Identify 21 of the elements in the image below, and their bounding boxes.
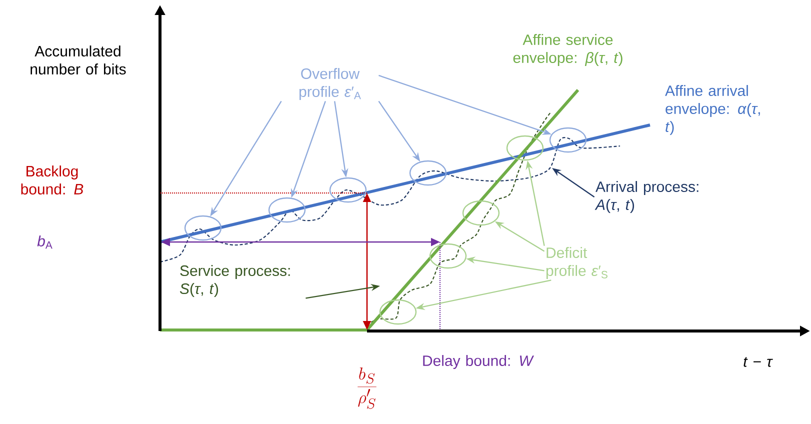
axis-title: t − τ <box>744 357 773 367</box>
highlight-ellipse <box>268 197 306 223</box>
highlight-ellipse <box>429 243 467 269</box>
highlight-ellipse <box>184 215 222 241</box>
annotation-text: Service process: S(τ, t) <box>180 265 290 297</box>
envelope-label: Affine service envelope: β(τ, t) <box>513 34 622 66</box>
envelope-label: Affine arrival envelope: α(τ, t) <box>665 85 760 135</box>
highlight-ellipse <box>409 160 447 186</box>
highlight-ellipse <box>549 127 587 153</box>
highlight-ellipse <box>329 177 367 203</box>
bound-label: Delay bound: W <box>423 355 534 369</box>
annotation-text: Arrival process: A(τ, t) <box>594 181 698 213</box>
annotation-text: Overflow profile ε′$_{A}$ <box>300 68 361 100</box>
highlight-ellipse <box>379 299 417 325</box>
annotation-text: Deficit profile ε′$_{S}$ <box>546 247 608 279</box>
intercept-label: b$_{A}$ <box>37 235 52 249</box>
highlight-ellipse <box>462 200 500 226</box>
highlight-ellipse <box>506 135 544 161</box>
bound-label: Backlog bound: B <box>21 166 84 194</box>
axis-title: Accumulated number of bits <box>30 46 126 74</box>
latency-formula: $\frac{b_S}{\rho'_S}$ <box>358 368 376 409</box>
